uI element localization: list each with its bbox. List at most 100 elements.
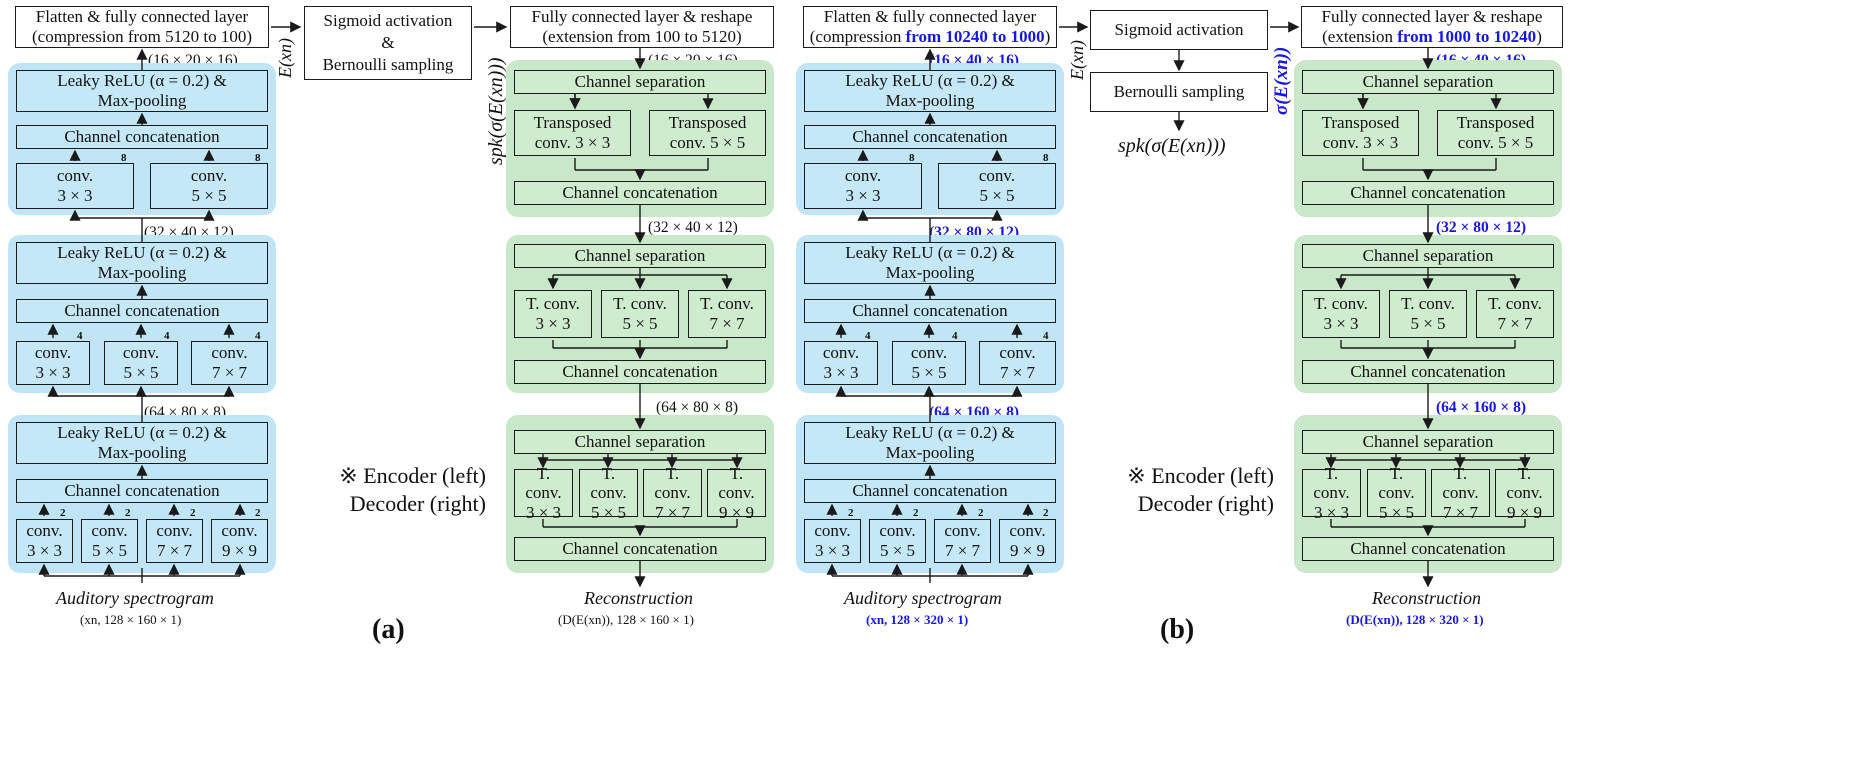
b-output-sub: (D(E(xn)), 128 × 320 × 1): [1346, 612, 1484, 627]
b-enc1-concat: Channel concatenation: [804, 125, 1056, 149]
a-fc-reshape-box: Fully connected layer & reshape (extensi…: [510, 6, 774, 48]
a-dec1-concat: Channel concatenation: [514, 181, 766, 205]
b-dec3-tconv5: T. conv. 5 × 5: [1367, 464, 1426, 522]
a-enc2-mult-1: 4: [77, 330, 83, 342]
b-encoder-decoder-note: ※ Encoder (left) Decoder (right): [1127, 463, 1274, 516]
b-enc1-conv3: conv. 3 × 3: [804, 163, 922, 209]
a-enc3-leaky: Leaky ReLU (α = 0.2) & Max-pooling: [16, 422, 268, 464]
a-enc3-concat: Channel concatenation: [16, 479, 268, 503]
a-enc1-conv5: conv. 5 × 5: [150, 163, 268, 209]
b-spk-label: spk(σ(E(xn))): [1118, 135, 1226, 157]
a-enc1-mult-2: 8: [255, 152, 261, 164]
a-dec3-separation: Channel separation: [514, 430, 766, 454]
b-dec3-tconv7: T. conv. 7 × 7: [1431, 464, 1490, 522]
b-enc1-mult-2: 8: [1043, 152, 1049, 164]
b-input-sub: (xn, 128 × 320 × 1): [866, 612, 969, 627]
b-enc3-conv7: conv. 7 × 7: [934, 519, 991, 563]
b-bernoulli-box: Bernoulli sampling: [1090, 72, 1268, 112]
a-flatten-fc-box: Flatten & fully connected layer (compres…: [15, 6, 269, 48]
b-enc2-mult-2: 4: [952, 330, 958, 342]
b-enc2-conv7: conv. 7 × 7: [979, 341, 1056, 385]
b-dec-dim-3: (64 × 160 × 8): [1436, 399, 1526, 416]
a-enc2-conv7: conv. 7 × 7: [191, 341, 268, 385]
b-enc3-leaky: Leaky ReLU (α = 0.2) & Max-pooling: [804, 422, 1056, 464]
a-enc2-leaky: Leaky ReLU (α = 0.2) & Max-pooling: [16, 242, 268, 284]
b-fc-reshape-sub-hl: from 1000 to 10240: [1397, 27, 1537, 46]
b-enc3-concat: Channel concatenation: [804, 479, 1056, 503]
b-flatten-fc-sub-hl: from 10240 to 1000: [905, 27, 1045, 46]
b-dec1-tconv5: Transposed conv. 5 × 5: [1437, 110, 1554, 156]
a-dec1-tconv5: Transposed conv. 5 × 5: [649, 110, 766, 156]
a-enc2-conv5: conv. 5 × 5: [104, 341, 178, 385]
b-enc3-mult-4: 2: [1043, 507, 1049, 519]
b-dec2-separation: Channel separation: [1302, 244, 1554, 268]
a-dec2-tconv3: T. conv. 3 × 3: [514, 290, 592, 338]
b-enc2-mult-1: 4: [865, 330, 871, 342]
a-enc3-mult-4: 2: [255, 507, 261, 519]
b-dec1-separation: Channel separation: [1302, 70, 1554, 94]
a-dec2-concat: Channel concatenation: [514, 360, 766, 384]
b-dec3-tconv3: T. conv. 3 × 3: [1302, 464, 1361, 522]
b-fc-reshape-sub-pre: (extension: [1322, 27, 1398, 46]
b-sigmoid-box: Sigmoid activation: [1090, 10, 1268, 50]
a-enc3-mult-1: 2: [60, 507, 66, 519]
b-enc3-conv5: conv. 5 × 5: [869, 519, 926, 563]
a-dec1-separation: Channel separation: [514, 70, 766, 94]
a-enc2-concat: Channel concatenation: [16, 299, 268, 323]
b-fc-reshape-title: Fully connected layer & reshape: [1321, 7, 1543, 27]
a-dec3-tconv3: T. conv. 3 × 3: [514, 464, 573, 522]
b-dec1-tconv3: Transposed conv. 3 × 3: [1302, 110, 1419, 156]
a-output-sub: (D(E(xn)), 128 × 160 × 1): [558, 612, 694, 627]
b-dec2-tconv5: T. conv. 5 × 5: [1389, 290, 1467, 338]
a-enc1-mult-1: 8: [121, 152, 127, 164]
b-flatten-fc-sub-pre: (compression: [809, 27, 906, 46]
b-dec-dim-2: (32 × 80 × 12): [1436, 219, 1526, 236]
a-sigmoid-bernoulli-box: Sigmoid activation & Bernoulli sampling: [304, 6, 472, 80]
b-enc3-mult-3: 2: [978, 507, 984, 519]
a-dec-dim-3: (64 × 80 × 8): [656, 399, 739, 416]
a-dec2-tconv5: T. conv. 5 × 5: [601, 290, 679, 338]
b-dec2-tconv7: T. conv. 7 × 7: [1476, 290, 1554, 338]
b-enc1-conv5: conv. 5 × 5: [938, 163, 1056, 209]
b-fc-reshape-sub-post: ): [1536, 27, 1542, 46]
a-dec2-separation: Channel separation: [514, 244, 766, 268]
b-enc3-conv9: conv. 9 × 9: [999, 519, 1056, 563]
a-enc2-conv3: conv. 3 × 3: [16, 341, 90, 385]
b-input-label: Auditory spectrogram: [844, 588, 1002, 608]
b-enc2-concat: Channel concatenation: [804, 299, 1056, 323]
b-fc-reshape-sub: (extension from 1000 to 10240): [1322, 27, 1542, 47]
a-dec3-concat: Channel concatenation: [514, 537, 766, 561]
b-enc2-conv3: conv. 3 × 3: [804, 341, 878, 385]
b-dec1-concat: Channel concatenation: [1302, 181, 1554, 205]
a-enc3-mult-2: 2: [125, 507, 131, 519]
a-enc3-conv3: conv. 3 × 3: [16, 519, 73, 563]
a-dec1-tconv3: Transposed conv. 3 × 3: [514, 110, 631, 156]
a-dec2-tconv7: T. conv. 7 × 7: [688, 290, 766, 338]
a-enc2-mult-3: 4: [255, 330, 261, 342]
b-flatten-fc-sub: (compression from 10240 to 1000): [810, 27, 1051, 47]
a-input-sub: (xn, 128 × 160 × 1): [80, 612, 182, 627]
b-dec3-separation: Channel separation: [1302, 430, 1554, 454]
b-dec2-tconv3: T. conv. 3 × 3: [1302, 290, 1380, 338]
b-output-label: Reconstruction: [1372, 588, 1481, 608]
a-output-label: Reconstruction: [584, 588, 693, 608]
b-enc2-mult-3: 4: [1043, 330, 1049, 342]
b-enc1-leaky: Leaky ReLU (α = 0.2) & Max-pooling: [804, 70, 1056, 112]
a-enc1-concat: Channel concatenation: [16, 125, 268, 149]
a-enc3-conv5: conv. 5 × 5: [81, 519, 138, 563]
b-dec3-concat: Channel concatenation: [1302, 537, 1554, 561]
a-panel-label: (a): [372, 614, 405, 645]
b-flatten-fc-sub-post: ): [1044, 27, 1051, 46]
b-dec3-tconv9: T. conv. 9 × 9: [1495, 464, 1554, 522]
b-dec2-concat: Channel concatenation: [1302, 360, 1554, 384]
b-enc1-mult-1: 8: [909, 152, 915, 164]
b-enc3-conv3: conv. 3 × 3: [804, 519, 861, 563]
a-enc2-mult-2: 4: [164, 330, 170, 342]
a-dec3-tconv7: T. conv. 7 × 7: [643, 464, 702, 522]
b-flatten-fc-box: Flatten & fully connected layer (compres…: [803, 6, 1057, 48]
b-panel-label: (b): [1160, 614, 1195, 645]
a-dec-dim-2: (32 × 40 × 12): [648, 219, 738, 236]
a-enc1-conv3: conv. 3 × 3: [16, 163, 134, 209]
a-enc3-conv7: conv. 7 × 7: [146, 519, 203, 563]
